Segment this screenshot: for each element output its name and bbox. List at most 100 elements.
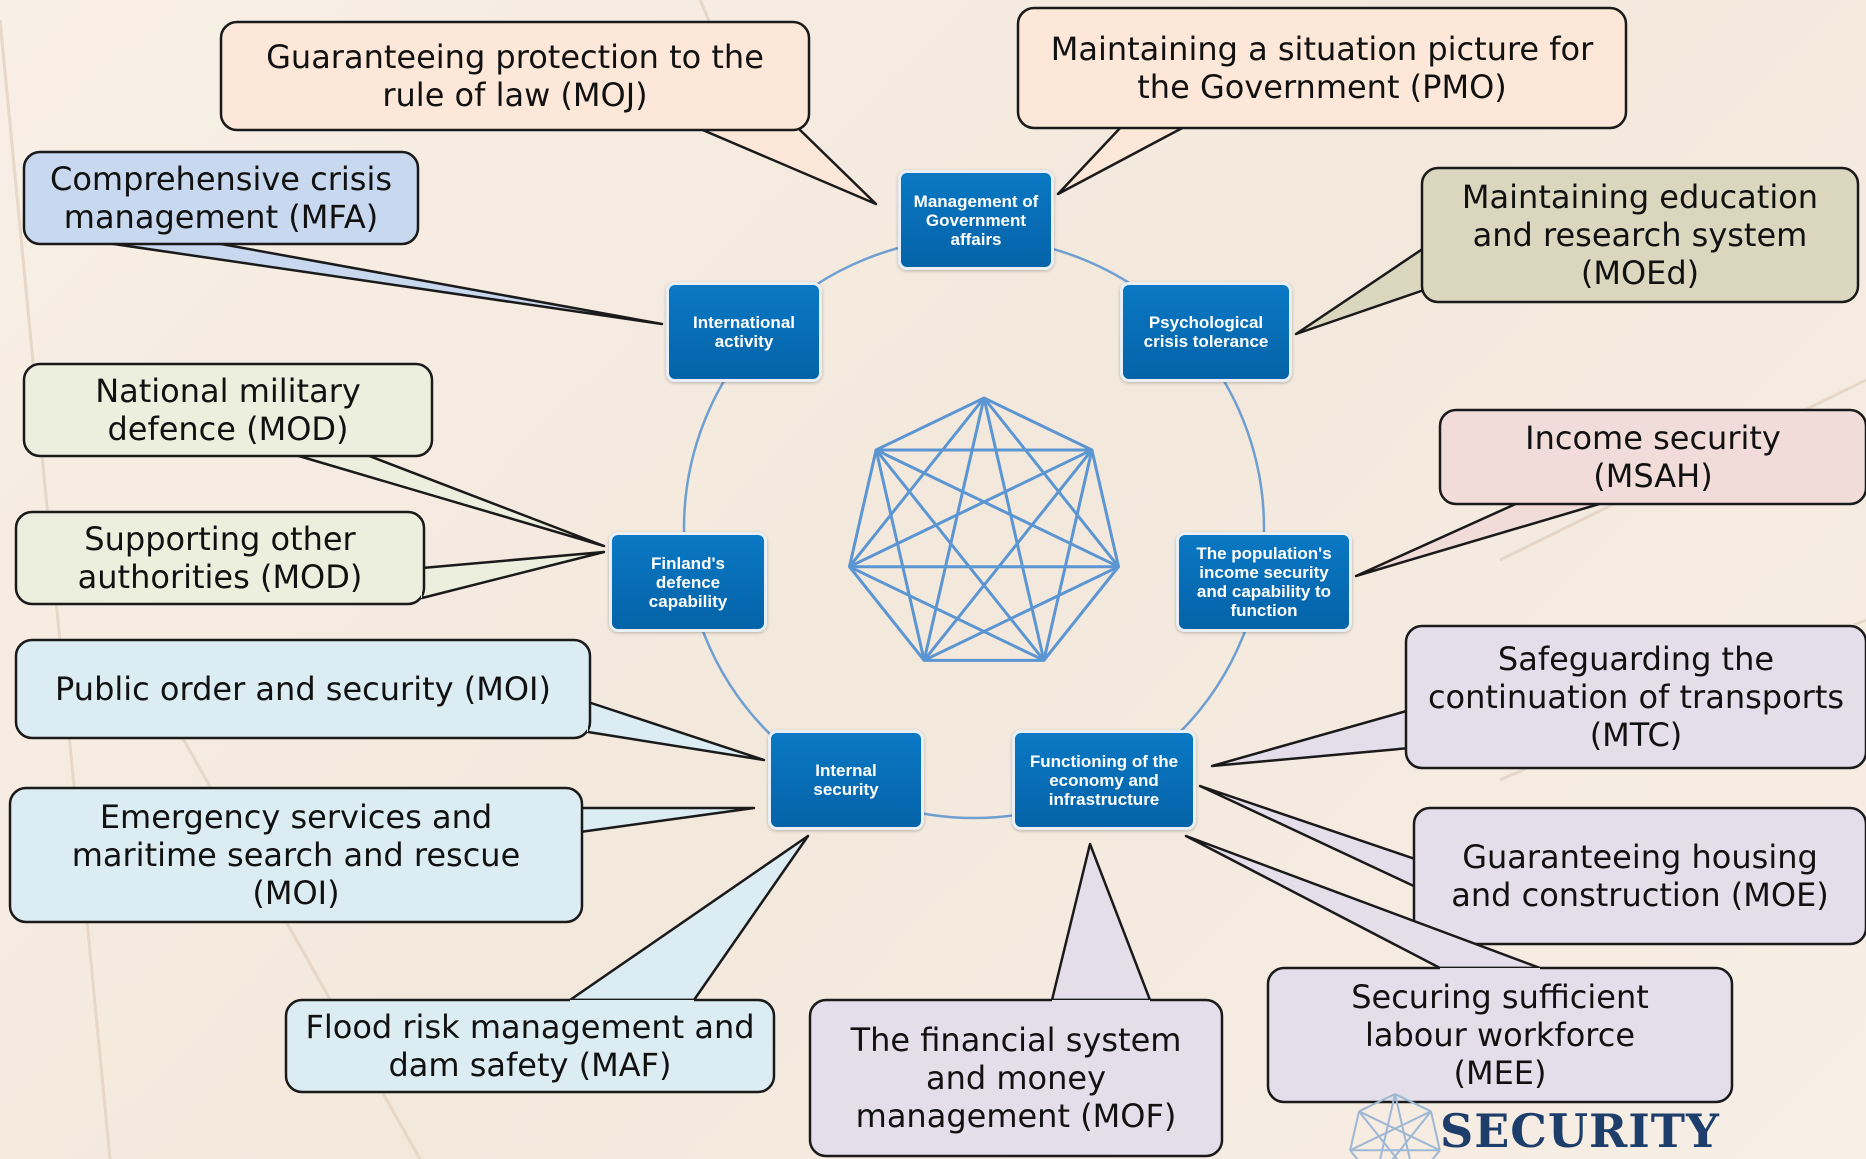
- heptagram-line: [982, 397, 1046, 661]
- callout-moi2: [8, 786, 756, 924]
- callout-seam: [421, 568, 422, 598]
- logo-line: [1394, 1093, 1432, 1113]
- callout-box: [1016, 6, 1628, 130]
- callout-pointer: [1050, 842, 1152, 1002]
- logo-line: [1358, 1110, 1441, 1152]
- callout-text-mod2: Supporting other authorities (MOD): [77, 520, 363, 596]
- callout-pointer: [1210, 708, 1412, 768]
- node-label: Internal security: [813, 761, 879, 799]
- logo-line: [1349, 1149, 1359, 1159]
- logo-line: [1349, 1110, 1432, 1152]
- logo-line: [1379, 1093, 1396, 1159]
- callout-box: [284, 998, 776, 1094]
- heptagram-line: [923, 565, 1120, 662]
- callout-pointer: [696, 126, 878, 206]
- callout-box: [219, 20, 811, 132]
- callout-mof: [808, 842, 1224, 1158]
- callout-seam: [1440, 968, 1540, 971]
- callout-text-maf: Flood risk management and dam safety (MA…: [305, 1008, 755, 1084]
- callout-box: [1438, 408, 1866, 506]
- node-gov: Management of Government affairs: [898, 170, 1054, 270]
- heptagram-icon: [847, 396, 1121, 662]
- callout-box: [1412, 806, 1866, 946]
- callout-text-mod1: National military defence (MOD): [95, 372, 361, 448]
- heptagram-outline: [847, 396, 1121, 662]
- node-label: Functioning of the economy and infrastru…: [1029, 751, 1179, 809]
- callout-text-moi2: Emergency services and maritime search a…: [71, 798, 521, 912]
- callout-box: [8, 786, 584, 924]
- callout-seam: [587, 702, 588, 732]
- callout-moj: [219, 20, 878, 206]
- node-income: The population's income security and cap…: [1176, 532, 1352, 632]
- callout-pointer: [1198, 784, 1420, 890]
- heptagram-line: [875, 448, 1120, 569]
- callout-text-moj: Guaranteeing protection to the rule of l…: [266, 38, 764, 114]
- heptagram-line: [848, 397, 986, 568]
- callout-msah: [1354, 408, 1866, 578]
- callout-seam: [579, 808, 580, 832]
- callout-text-mof: The financial system and money managemen…: [850, 1021, 1182, 1135]
- callout-mod2: [14, 510, 606, 606]
- callout-maf: [284, 834, 810, 1094]
- callout-seam: [292, 453, 364, 454]
- callout-pointer: [420, 550, 606, 600]
- callout-box: [14, 638, 592, 740]
- callout-pointer: [578, 806, 756, 834]
- node-psych: Psychological crisis tolerance: [1120, 282, 1292, 382]
- callout-box: [1404, 624, 1866, 770]
- callout-moed: [1294, 166, 1860, 336]
- callout-seam: [100, 241, 210, 242]
- node-label: Management of Government affairs: [913, 191, 1039, 249]
- callout-box: [1420, 166, 1860, 304]
- heptagram-line: [874, 449, 1046, 662]
- node-economy: Functioning of the economy and infrastru…: [1012, 730, 1196, 830]
- callout-pointer: [568, 834, 810, 1002]
- callout-pointer: [98, 240, 664, 326]
- callout-seam: [1520, 501, 1606, 502]
- security-logo-text: SECURITY: [1440, 1104, 1720, 1158]
- heptagram-line: [922, 449, 1094, 662]
- heptagram-line: [1042, 449, 1094, 661]
- logo-line: [1358, 1110, 1399, 1159]
- callout-box: [14, 510, 426, 606]
- logo-line: [1394, 1093, 1411, 1159]
- node-label: Finland's defence capability: [648, 553, 728, 611]
- heptagram-line: [848, 565, 1045, 662]
- callout-seam: [1424, 248, 1425, 290]
- callout-text-mee: Securing sufficient labour workforce (ME…: [1351, 978, 1649, 1092]
- heptagram-line: [848, 448, 1093, 569]
- callout-box: [22, 150, 420, 246]
- callout-mee: [1184, 834, 1734, 1104]
- node-label: International activity: [692, 313, 795, 351]
- callout-seam: [570, 1000, 694, 1003]
- callout-mtc: [1210, 624, 1866, 770]
- logo-line: [1431, 1149, 1441, 1159]
- callout-pointer: [1056, 124, 1188, 196]
- callout-box: [808, 998, 1224, 1158]
- callout-seam: [698, 127, 798, 128]
- callout-text-mtc: Safeguarding the continuation of transpo…: [1427, 640, 1845, 754]
- heptagram-line: [922, 397, 986, 661]
- callout-moe: [1198, 784, 1866, 946]
- heptagram-line: [982, 397, 1120, 568]
- callout-mfa: [22, 150, 664, 326]
- heptagram-logo-icon: [1349, 1093, 1441, 1159]
- node-defence: Finland's defence capability: [609, 532, 767, 632]
- callout-pointer: [586, 700, 766, 762]
- callout-text-moi1: Public order and security (MOI): [55, 670, 551, 708]
- callout-pointer: [1294, 246, 1426, 336]
- node-label: The population's income security and cap…: [1196, 544, 1332, 620]
- callout-seam: [1122, 125, 1186, 126]
- callout-text-mfa: Comprehensive crisis management (MFA): [49, 160, 393, 236]
- logo-line: [1349, 1111, 1361, 1151]
- logo-line: [1358, 1093, 1396, 1113]
- node-intl: International activity: [666, 282, 822, 382]
- node-label: Psychological crisis tolerance: [1143, 313, 1269, 351]
- heptagram-line: [874, 449, 926, 661]
- callout-text-moe: Guaranteeing housing and construction (M…: [1451, 838, 1829, 914]
- callout-text-msah: Income security (MSAH): [1525, 419, 1781, 495]
- callout-pointer: [1354, 500, 1608, 578]
- callout-text-pmo: Maintaining a situation picture for the …: [1050, 30, 1594, 106]
